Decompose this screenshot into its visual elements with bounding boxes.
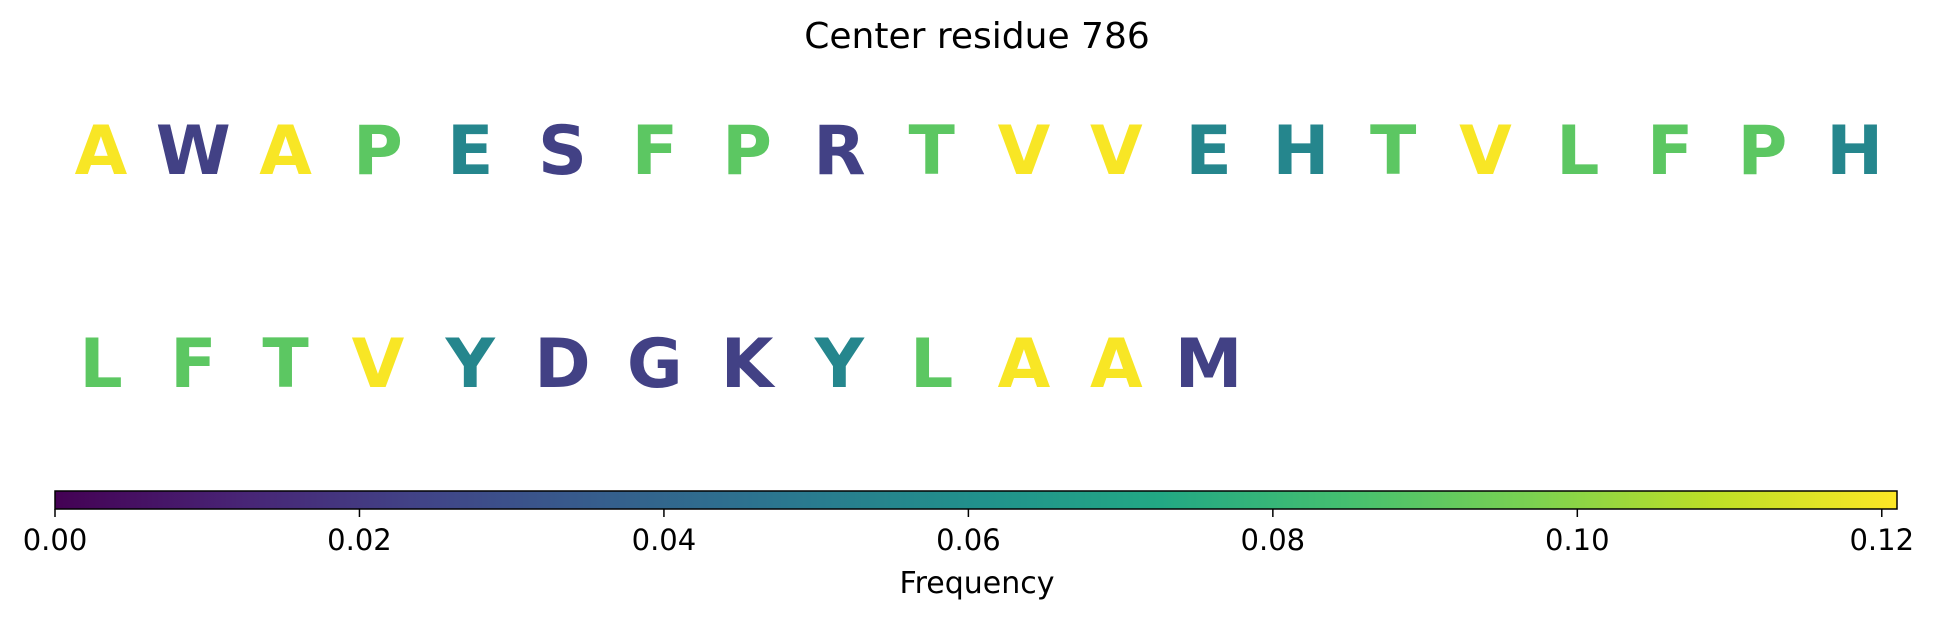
residue-letter: E xyxy=(447,112,493,191)
residue-letter: V xyxy=(1090,112,1143,191)
residue-letter: H xyxy=(1826,112,1883,191)
colorbar-tick-label: 0.10 xyxy=(1545,523,1610,557)
residue-letter: A xyxy=(259,112,312,191)
residue-letter: A xyxy=(75,112,128,191)
residue-letter: V xyxy=(998,112,1051,191)
residue-letter: M xyxy=(1175,325,1243,404)
residue-letter: E xyxy=(1185,112,1231,191)
residue-letter: K xyxy=(721,325,776,404)
colorbar-tick-label: 0.08 xyxy=(1241,523,1306,557)
residue-letter: S xyxy=(538,112,587,191)
residue-letter: V xyxy=(352,325,405,404)
colorbar-tick-label: 0.06 xyxy=(936,523,1001,557)
residue-letter: F xyxy=(170,325,216,404)
residue-letter: T xyxy=(909,112,956,191)
colorbar-tick-label: 0.04 xyxy=(632,523,697,557)
colorbar xyxy=(54,490,1898,510)
residue-letter: A xyxy=(998,325,1051,404)
colorbar-tick-label: 0.02 xyxy=(327,523,392,557)
residue-letter: P xyxy=(353,112,403,191)
colorbar-ticks: 0.00 0.02 0.04 0.06 0.08 0.10 0.12 xyxy=(23,509,1914,557)
residue-letter: W xyxy=(156,112,231,191)
residue-letter: A xyxy=(1090,325,1143,404)
residue-letter: L xyxy=(1556,112,1599,191)
residue-letter: G xyxy=(627,325,683,404)
residue-letter: F xyxy=(632,112,678,191)
residue-letter: V xyxy=(1459,112,1512,191)
residue-letter: Y xyxy=(814,325,865,404)
colorbar-tick-label: 0.00 xyxy=(23,523,88,557)
residue-letter: D xyxy=(534,325,590,404)
residue-letter: P xyxy=(1737,112,1787,191)
chart-title: Center residue 786 xyxy=(804,16,1150,57)
residue-letter: L xyxy=(910,325,953,404)
colorbar-tick-label: 0.12 xyxy=(1849,523,1914,557)
residue-letter: T xyxy=(262,325,309,404)
residue-letter: F xyxy=(1647,112,1693,191)
residue-letter: Y xyxy=(445,325,496,404)
residue-letter: T xyxy=(1370,112,1417,191)
residue-letter: L xyxy=(79,325,122,404)
residue-letter: R xyxy=(813,112,865,191)
residue-letter: P xyxy=(722,112,772,191)
residue-letter: H xyxy=(1272,112,1329,191)
colorbar-label: Frequency xyxy=(900,566,1055,601)
